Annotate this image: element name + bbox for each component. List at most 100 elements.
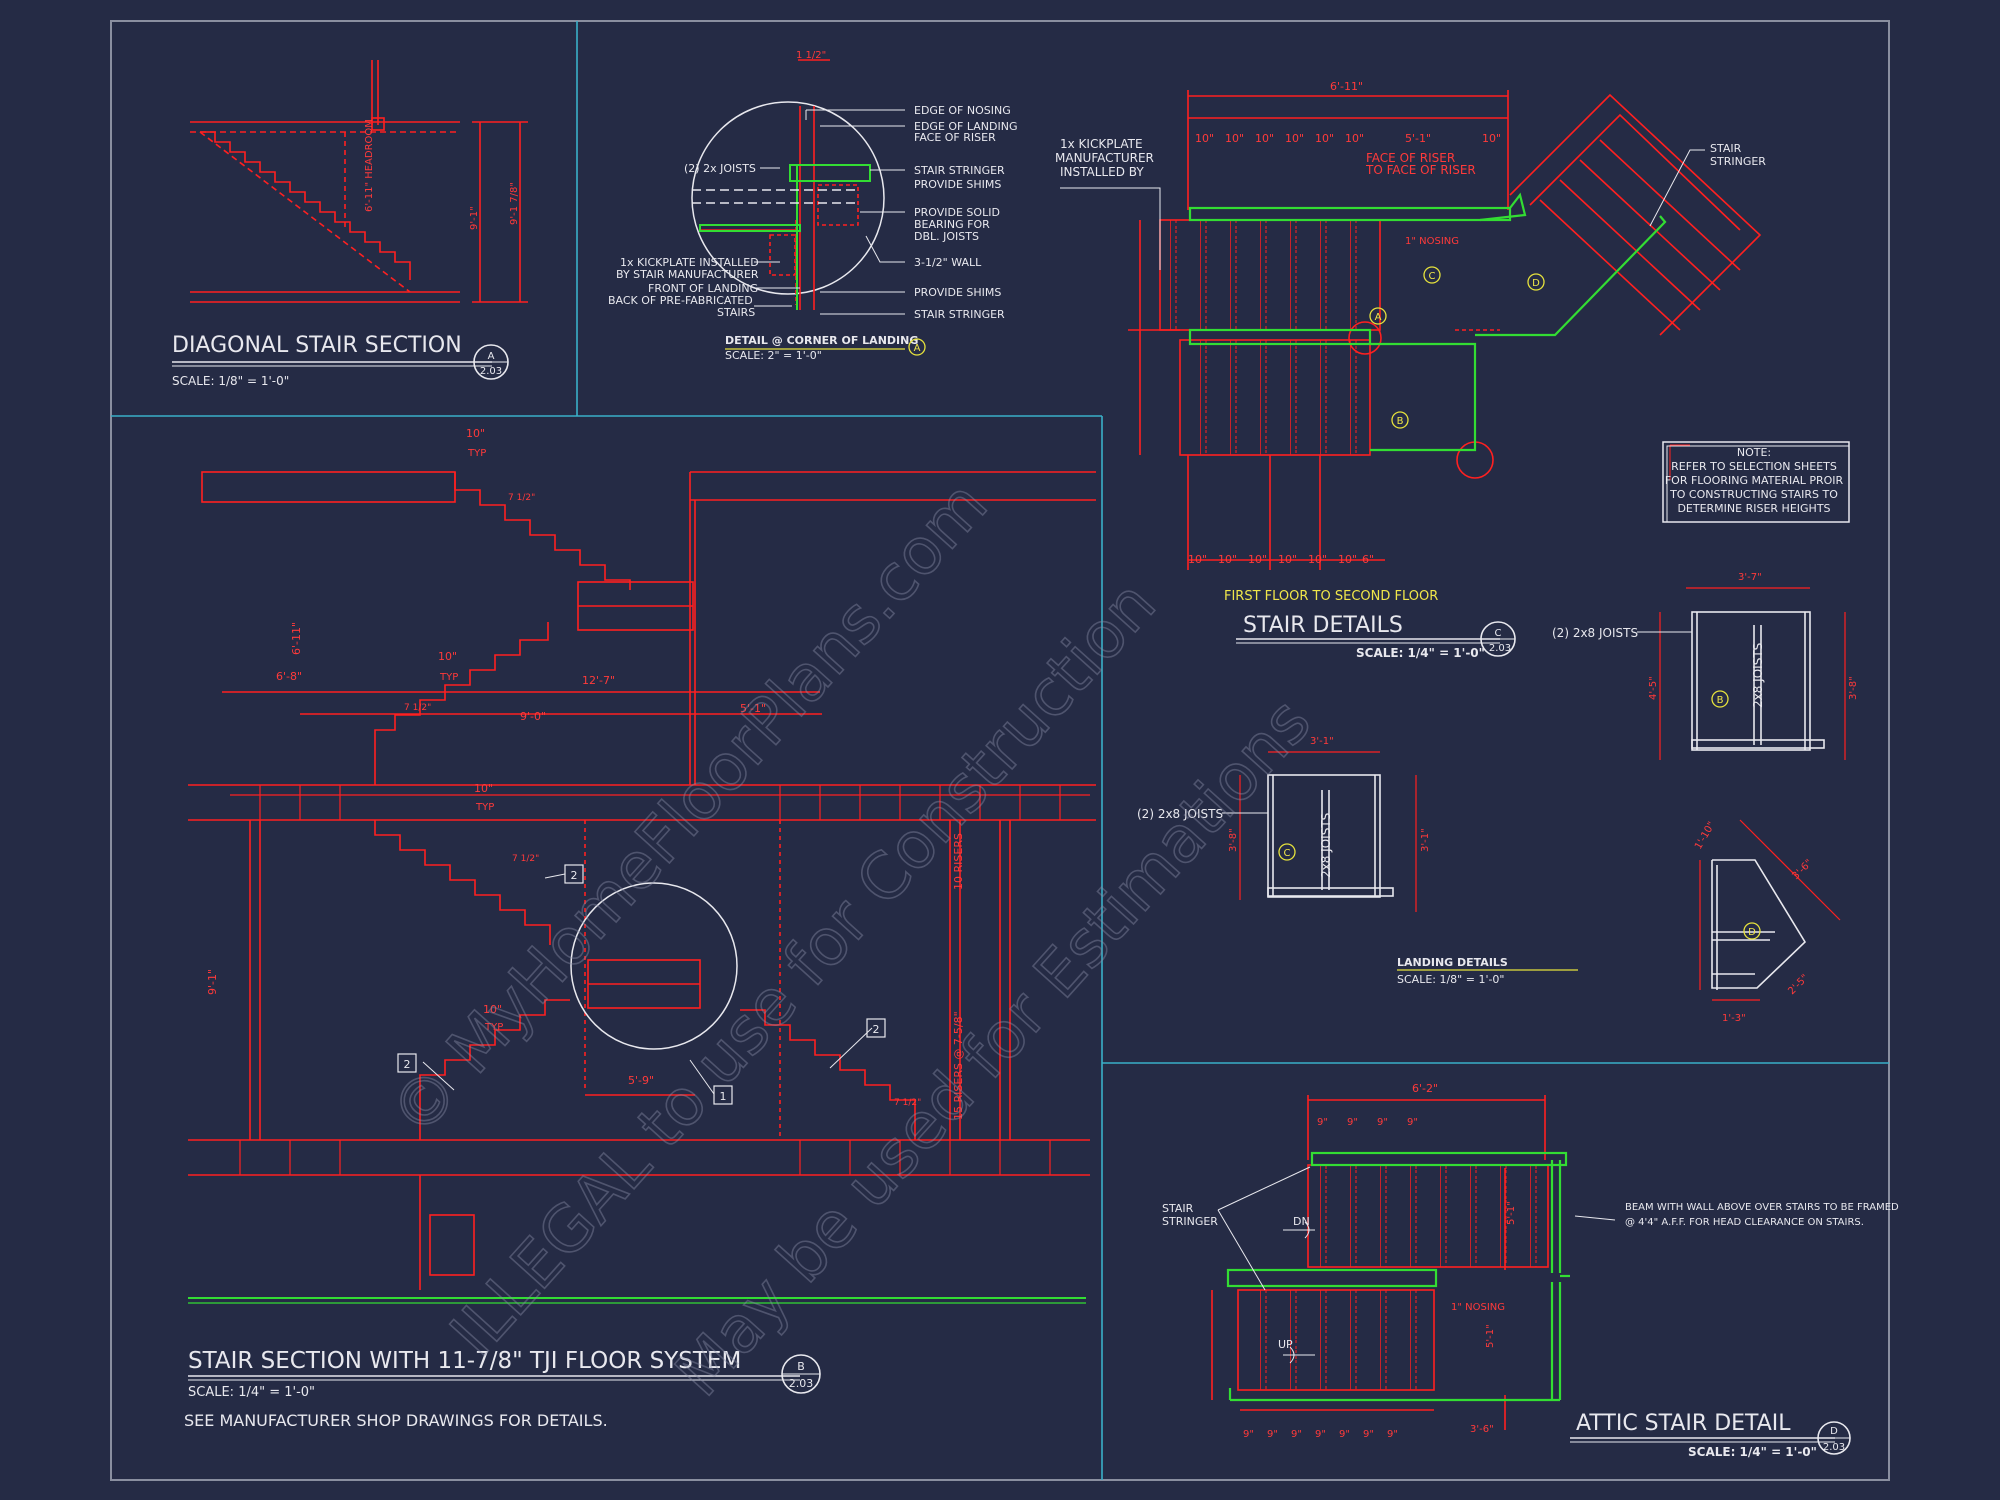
plan-tread-2: 10" [1225,132,1244,145]
landing-b-dim-l: 4'-5" [1648,676,1659,700]
plan-tread-3: 10" [1255,132,1274,145]
landing-c-width: 3'-1" [1310,736,1334,747]
landing-scale: SCALE: 1/8" = 1'-0" [1397,973,1505,986]
attic-beam-note-2: @ 4'4" A.F.F. FOR HEAD CLEARANCE ON STAI… [1625,1217,1864,1228]
attic-tag: D 2.03 [1817,1421,1851,1455]
plan-nosing: 1" NOSING [1405,236,1459,247]
landing-b: (2) 2x8 JOISTS 2x8 JOISTS B 3'-7" 4'-5" … [1552,572,1859,760]
landing-b-tag: B [1717,695,1724,706]
landing-c-tag: C [1284,848,1291,859]
height-dim-1: 9'-1" [469,206,480,230]
callout-provide-solid: PROVIDE SOLID [914,206,1000,219]
attic-btread-1: 9" [1243,1429,1254,1440]
sec-dim-68: 6'-8" [276,670,302,683]
attic-btread-6: 9" [1363,1429,1374,1440]
attic-dim-2: 5'-1" [1485,1324,1496,1348]
kick-note-2: MANUFACTURER [1055,151,1154,165]
callout-kickplate: 1x KICKPLATE INSTALLED [620,256,759,269]
attic-tag-letter: D [1830,1426,1838,1437]
headroom-dim: 6'-11" HEADROOM [364,119,375,212]
plan-tag: C 2.03 [1480,621,1516,657]
plan-face-note-1: FACE OF RISER [1366,151,1455,165]
sec-dim-91: 9'-1" [206,969,219,995]
plan-btread-7: 6" [1362,553,1374,566]
detail-a-title: DETAIL @ CORNER OF LANDING [725,334,918,347]
plan-btread-1: 10" [1188,553,1207,566]
plan-face-note-2: TO FACE OF RISER [1365,163,1476,177]
kick-note-3: INSTALLED BY [1060,165,1144,179]
callout-provide-shims-2: PROVIDE SHIMS [914,286,1001,299]
attic-ttread-4: 9" [1407,1117,1418,1128]
attic-dim-3: 3'-6" [1470,1424,1494,1435]
callout-edge-landing: EDGE OF LANDING [914,120,1017,133]
callout-back-prefab: BACK OF PRE-FABRICATED [608,294,753,307]
sec-dim-9: 9'-0" [520,710,546,723]
plan-stringer-2: STRINGER [1710,155,1766,168]
callout-dbl-joists: DBL. JOISTS [914,230,979,243]
attic-btread-4: 9" [1315,1429,1326,1440]
sec-dim-run: 12'-7" [582,674,615,687]
sec-dim-typ-2: TYP [439,672,458,683]
callout-stairs: STAIRS [717,306,755,319]
attic-btread-5: 9" [1339,1429,1350,1440]
section-note: SEE MANUFACTURER SHOP DRAWINGS FOR DETAI… [184,1411,608,1430]
stair-section: 1 2 2 2 10" TYP 10" TYP 10" TYP 10" TYP … [184,427,1096,1430]
plan-btread-4: 10" [1278,553,1297,566]
plan-tag-sheet: 2.03 [1489,643,1511,654]
landing-d-dim-d: 2'-5" [1786,973,1811,998]
attic-title: ATTIC STAIR DETAIL [1576,1411,1791,1436]
attic-nosing: 1" NOSING [1451,1302,1505,1313]
landing-d-dim-b: 3'-6" [1790,858,1815,883]
note-line-4: TO CONSTRUCTING STAIRS TO [1669,488,1838,501]
sec-dim-5: 5'-1" [740,702,766,715]
attic-scale: SCALE: 1/4" = 1'-0" [1688,1445,1817,1459]
stair-plan: 1x KICKPLATE MANUFACTURER INSTALLED BY S… [1055,80,1766,660]
plan-tag-a: A [1375,312,1382,323]
attic-ttread-3: 9" [1377,1117,1388,1128]
section-scale: SCALE: 1/4" = 1'-0" [188,1385,315,1400]
detail-a-dim: 1 1/2" [796,50,826,61]
callout-wall: 3-1/2" WALL [914,256,982,269]
height-dim-2: 9'-1 7/8" [509,182,520,225]
attic-stringer-2: STRINGER [1162,1215,1218,1228]
note-line-3: FOR FLOORING MATERIAL PROIR [1665,474,1844,487]
attic-dim-1: 5'-1" [1506,1201,1517,1225]
sec-dim-1: 10" [466,427,485,440]
callout-stair-stringer-2: STAIR STRINGER [914,308,1005,321]
sec-risers-10: 10 RISERS [952,833,965,890]
attic-overall: 6'-2" [1412,1082,1438,1095]
sec-dim-typ-4: TYP [484,1022,503,1033]
plan-tread-1: 10" [1195,132,1214,145]
sec-dim-611: 6'-11" [290,622,303,655]
plan-tread-6: 10" [1345,132,1364,145]
attic-tag-sheet: 2.03 [1823,1442,1845,1453]
attic-dn: DN [1293,1215,1310,1228]
section-callouts: 1 2 2 2 [397,864,886,1105]
landing-b-dim-r: 3'-8" [1848,676,1859,700]
section-title: STAIR SECTION WITH 11-7/8" TJI FLOOR SYS… [188,1348,741,1374]
attic-ttread-1: 9" [1317,1117,1328,1128]
section-tag-sheet: 2.03 [789,1377,814,1390]
panel-a-tag-letter: A [488,351,495,362]
plan-subtitle: FIRST FLOOR TO SECOND FLOOR [1224,589,1438,604]
landing-b-joists: 2x8 JOISTS [1751,643,1765,708]
sec-dim-3: 10" [474,782,493,795]
sec-riser-1: 7 1/2" [508,493,535,503]
plan-overall-dim: 6'-11" [1330,80,1363,93]
attic-beam-note-1: BEAM WITH WALL ABOVE OVER STAIRS TO BE F… [1625,1202,1899,1213]
attic-stair-detail: STAIR STRINGER DN UP BEAM WITH WALL ABOV… [1162,1082,1899,1459]
panel-a-tag-sheet: 2.03 [480,366,502,377]
plan-tread-8: 10" [1482,132,1501,145]
detail-corner-of-landing: EDGE OF NOSING EDGE OF LANDING FACE OF R… [608,50,1017,362]
plan-tread-7: 5'-1" [1405,132,1431,145]
sec-riser-2: 7 1/2" [404,703,431,713]
callout-edge-nosing: EDGE OF NOSING [914,104,1011,117]
attic-stringer-1: STAIR [1162,1202,1194,1215]
sec-riser-4: 7 1/2" [894,1098,921,1108]
plan-tag-b: B [1397,416,1404,427]
landing-c-dim-l: 3'-8" [1228,828,1239,852]
landing-c-label: (2) 2x8 JOISTS [1137,807,1223,821]
detail-a-tag: A [914,343,921,354]
section-tag: B 2.03 [781,1354,821,1394]
plan-btread-2: 10" [1218,553,1237,566]
